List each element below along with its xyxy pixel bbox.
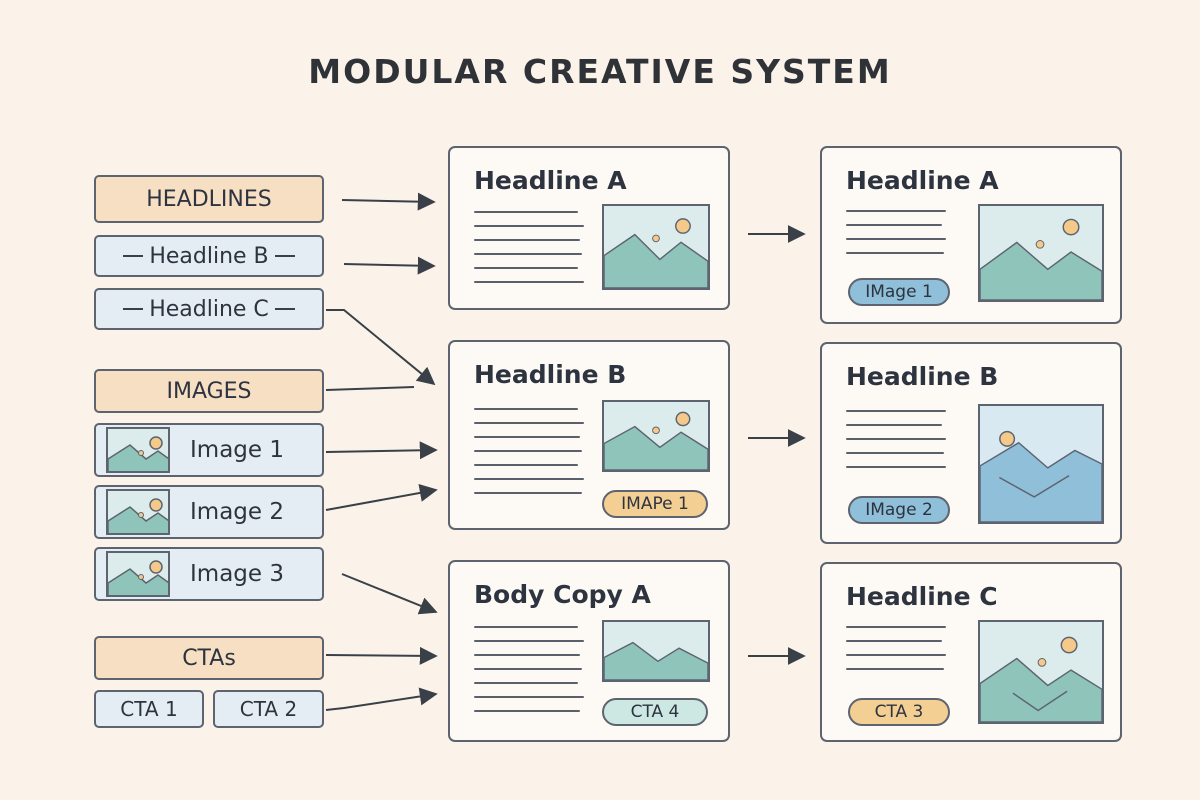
- cta-option-label: CTA 2: [239, 697, 298, 721]
- arrow-ctas-to-template-c: [325, 646, 438, 665]
- text-lines: [846, 210, 946, 266]
- image-option-1[interactable]: Image 1: [94, 423, 324, 477]
- card-title: Headline B: [846, 362, 999, 391]
- image-placeholder: [602, 204, 710, 290]
- image-option-label: Image 2: [190, 499, 284, 525]
- card-title: Headline A: [846, 166, 999, 195]
- dash-left: [123, 308, 144, 310]
- dash-left: [123, 255, 144, 257]
- template-card-a[interactable]: Headline A: [448, 146, 730, 310]
- diagram-title: MODULAR CREATIVE SYSTEM: [308, 52, 892, 91]
- headline-option-c[interactable]: Headline C: [94, 288, 324, 330]
- image-option-2[interactable]: Image 2: [94, 485, 324, 539]
- output-card-a[interactable]: Headline A IMage 1: [820, 146, 1122, 324]
- image-placeholder: [602, 620, 710, 682]
- image-placeholder: [978, 404, 1104, 524]
- card-title: Headline C: [846, 582, 998, 611]
- image-option-label: Image 3: [190, 561, 284, 587]
- pill-label: CTA 3: [848, 698, 950, 726]
- headline-option-label: Headline B: [149, 243, 269, 269]
- arrow-cta-2-to-template-c: [325, 687, 438, 711]
- pill-label: IMAPe 1: [602, 490, 708, 518]
- pill-label: IMage 1: [848, 278, 950, 306]
- template-card-b[interactable]: Headline B IMAPe 1: [448, 340, 730, 530]
- image-placeholder: [978, 204, 1104, 302]
- card-title: Body Copy A: [474, 580, 651, 609]
- image-placeholder: [602, 400, 710, 472]
- cta-option-label: CTA 1: [120, 697, 178, 721]
- image-thumbnail: [106, 489, 170, 535]
- output-card-c[interactable]: Headline C CTA 3: [820, 562, 1122, 742]
- text-lines: [846, 626, 946, 682]
- pill-label: IMage 2: [848, 496, 950, 524]
- image-option-label: Image 1: [190, 437, 284, 463]
- dash-right: [274, 308, 295, 310]
- images-category-label: IMAGES: [166, 378, 252, 404]
- arrow-image-2-to-template-b: [325, 484, 438, 511]
- text-lines: [474, 626, 584, 724]
- cta-option-1[interactable]: CTA 1: [94, 690, 204, 728]
- arrow-image-1-to-template-b: [325, 441, 438, 460]
- text-lines: [846, 410, 946, 480]
- headlines-category: HEADLINES: [94, 175, 324, 223]
- arrow-headlines-to-template-a: [341, 192, 436, 211]
- output-card-b[interactable]: Headline B IMage 2: [820, 342, 1122, 544]
- image-thumbnail: [106, 427, 170, 473]
- template-card-c[interactable]: Body Copy A CTA 4: [448, 560, 730, 742]
- text-lines: [474, 211, 584, 295]
- ctas-category-label: CTAs: [182, 645, 236, 671]
- images-category: IMAGES: [94, 369, 324, 413]
- ctas-category: CTAs: [94, 636, 324, 680]
- image-placeholder: [978, 620, 1104, 724]
- dash-right: [274, 255, 295, 257]
- card-title: Headline A: [474, 166, 627, 195]
- cta-option-2[interactable]: CTA 2: [213, 690, 324, 728]
- pill-label: CTA 4: [602, 698, 708, 726]
- headlines-category-label: HEADLINES: [146, 186, 272, 212]
- arrow-image-3-to-template-c: [341, 573, 438, 615]
- headline-option-label: Headline C: [149, 296, 269, 322]
- image-option-3[interactable]: Image 3: [94, 547, 324, 601]
- image-thumbnail: [106, 551, 170, 597]
- text-lines: [474, 408, 584, 506]
- arrow-images-to-template-b: [325, 386, 415, 391]
- arrow-headline-c-to-template-b: [326, 309, 436, 386]
- arrow-headline-b-to-template-a: [343, 256, 436, 275]
- headline-option-b[interactable]: Headline B: [94, 235, 324, 277]
- card-title: Headline B: [474, 360, 627, 389]
